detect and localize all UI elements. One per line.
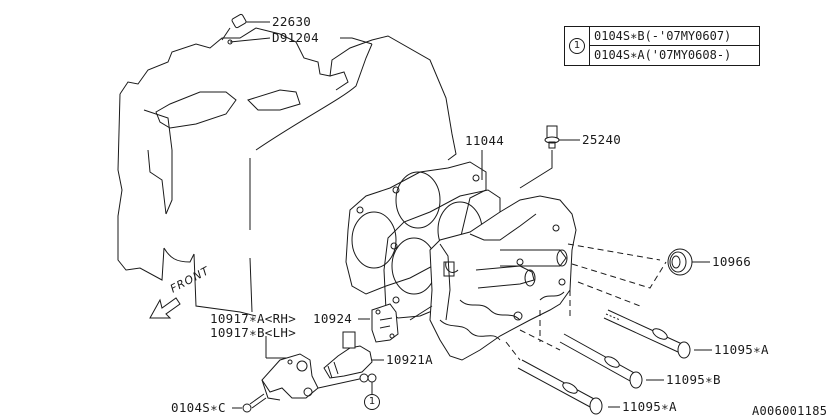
figure-id: A006001185 <box>752 404 828 418</box>
label-0104s-c[interactable]: 0104S∗C <box>171 400 226 415</box>
front-arrow-icon <box>149 297 181 319</box>
legend-ref-number: 1 <box>569 38 585 54</box>
legend-row-2: 0104S∗A('07MY0608-) <box>594 48 732 62</box>
head-bolts <box>517 309 691 415</box>
label-10921a[interactable]: 10921A <box>386 352 433 367</box>
label-10966[interactable]: 10966 <box>712 254 752 269</box>
label-11044[interactable]: 11044 <box>465 133 505 148</box>
sensor-25240 <box>544 125 560 149</box>
head-gasket-rear <box>345 161 487 295</box>
label-10917-b[interactable]: 10917∗B<LH> <box>210 325 297 340</box>
oil-seal-10966 <box>667 248 693 276</box>
bolt-11095b <box>559 333 643 389</box>
dashed-guides <box>505 243 667 361</box>
label-10917-a[interactable]: 10917∗A<RH> <box>210 311 297 326</box>
label-25240[interactable]: 25240 <box>582 132 622 147</box>
label-11095b[interactable]: 11095∗B <box>666 372 721 387</box>
housing-10917 <box>261 353 319 401</box>
label-22630[interactable]: 22630 <box>272 14 312 29</box>
legend-table: 1 0104S∗B(-'07MY0607) 0104S∗A('07MY0608-… <box>564 26 760 66</box>
knock-sensor-22630 <box>221 13 247 45</box>
cylinder-head <box>429 195 577 361</box>
engine-block <box>117 27 457 317</box>
label-11095a-bottom[interactable]: 11095∗A <box>622 399 677 414</box>
bolt-11095a-top <box>603 309 691 359</box>
water-pipe-10921a <box>323 331 373 379</box>
legend-ref-cell: 1 <box>565 27 590 65</box>
bolt-0104s-c <box>242 393 267 413</box>
legend-row-1: 0104S∗B(-'07MY0607) <box>590 27 760 46</box>
label-10924[interactable]: 10924 <box>313 311 353 326</box>
label-d91204[interactable]: D91204 <box>272 30 319 45</box>
bolt-ref-1 <box>359 373 377 383</box>
bolt-11095a-bottom <box>517 359 603 415</box>
label-11095a-top[interactable]: 11095∗A <box>714 342 769 357</box>
ref-callout-1[interactable]: 1 <box>364 394 380 410</box>
gasket-10924 <box>371 303 399 343</box>
